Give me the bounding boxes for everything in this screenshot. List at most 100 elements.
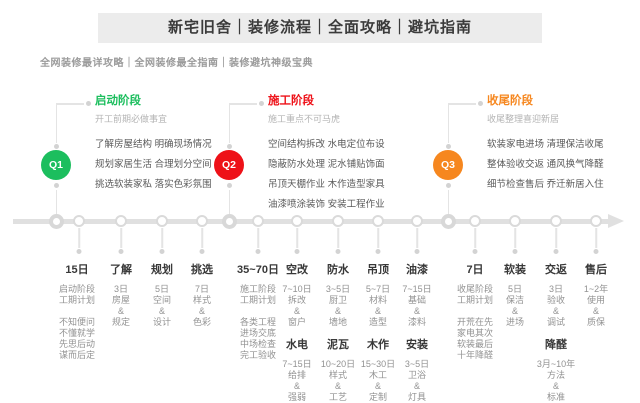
phase-badge-q3: Q3	[433, 150, 463, 180]
column-details: 15~30日 木工 & 定制	[360, 359, 396, 402]
column-header: 安装	[406, 339, 428, 351]
column-details: 施工阶段 工期计划 各类工程 进场交底 中场检查 完工验收	[239, 284, 276, 360]
phase-badge-q2: Q2	[214, 150, 244, 180]
phase-subtitle: 施工重点不可马虎	[268, 114, 341, 124]
tick-stem	[416, 228, 418, 248]
timeline-node	[156, 215, 168, 227]
column-details: 10~20日 样式 & 工艺	[320, 359, 356, 402]
connector-line	[55, 103, 57, 143]
column-header: 油漆	[406, 264, 428, 276]
connector-line	[228, 103, 230, 143]
timeline-column-understand: 了解 3日 房屋 & 规定	[79, 263, 163, 328]
connector-dot	[445, 183, 451, 188]
tick-stem	[120, 228, 122, 248]
column-header: 木作	[367, 339, 389, 351]
phase-checklist: 软装家电进场 清理保洁收尾 整体验收交返 通风换气降醛 细节检查售后 乔迁新居入…	[487, 139, 604, 190]
phase-badge-q1: Q1	[41, 150, 71, 180]
timeline-node	[590, 215, 602, 227]
tick-dot	[335, 249, 341, 254]
timeline-node	[252, 215, 264, 227]
column-header: 降醛	[545, 339, 567, 351]
timeline-node	[115, 215, 127, 227]
tick-dot	[472, 249, 478, 254]
phase-checklist: 了解房屋结构 明确现场情况 规划家居生活 合理划分空间 挑选软装家私 落实色彩氛…	[95, 139, 212, 190]
column-details: 3~5日 卫浴 & 灯具	[404, 359, 430, 402]
connector-dot	[226, 183, 232, 188]
column-header: 7日	[466, 264, 484, 276]
page-title: 新宅旧舍｜装修流程｜全面攻略｜避坑指南	[98, 13, 542, 43]
connector-line	[447, 103, 449, 143]
tick-stem	[595, 228, 597, 248]
tick-dot	[118, 249, 124, 254]
tick-dot	[512, 249, 518, 254]
timeline-node	[411, 215, 423, 227]
timeline-q2-node	[221, 214, 237, 229]
tick-dot	[294, 249, 300, 254]
tick-dot	[255, 249, 261, 254]
tick-stem	[201, 228, 203, 248]
column-header: 规划	[151, 264, 173, 276]
column-details: 3日 房屋 & 规定	[111, 284, 130, 327]
column-details: 7~15日 给排 & 强弱	[282, 359, 312, 402]
timeline-node	[196, 215, 208, 227]
column-details: 启动阶段 工期计划 不知便问 不懂就学 先思后动 谋而后定	[58, 284, 95, 360]
tick-stem	[555, 228, 557, 248]
connector-line	[229, 103, 257, 105]
timeline-column-softfurnish: 软装 5日 保洁 & 进场	[473, 263, 557, 328]
timeline-node	[550, 215, 562, 227]
timeline-column-35-70days: 35~70日 施工阶段 工期计划 各类工程 进场交底 中场检查 完工验收	[216, 263, 300, 361]
tick-stem	[377, 228, 379, 248]
connector-line	[447, 190, 449, 214]
column-details: 3日 验收 & 调试	[546, 284, 565, 327]
tick-stem	[474, 228, 476, 248]
phase-subtitle: 收尾整理喜迎新居	[487, 114, 560, 124]
timeline-column-select: 挑选 7日 样式 & 色彩	[160, 263, 244, 328]
timeline-column-plan: 规划 5日 空间 & 设计	[120, 263, 204, 328]
timeline-column-paint-install: 油漆 7~15日 基础 & 漆料 安装 3~5日 卫浴 & 灯具	[375, 263, 459, 403]
column-header: 泥瓦	[327, 339, 349, 351]
phase-block-construction: 施工阶段 施工重点不可马虎 空间结构拆改 水电定位布设 隐蔽防水处理 泥水铺贴饰…	[268, 94, 385, 215]
column-header: 空改	[286, 264, 308, 276]
tick-stem	[161, 228, 163, 248]
tick-dot	[159, 249, 165, 254]
timeline-column-ceiling-carpentry: 吊顶 5~7日 材料 & 造型 木作 15~30日 木工 & 定制	[336, 263, 420, 403]
column-header: 挑选	[191, 264, 213, 276]
timeline-q3-node	[440, 214, 456, 229]
column-header: 防水	[327, 264, 349, 276]
timeline-column-demolition-plumbing: 空改 7~10日 拆改 & 窗户 水电 7~15日 给排 & 强弱	[255, 263, 339, 403]
tick-dot	[76, 249, 82, 254]
column-details: 5日 保洁 & 进场	[505, 284, 524, 327]
column-details: 3~5日 厨卫 & 墙地	[325, 284, 351, 327]
column-header: 15日	[65, 264, 89, 276]
timeline-node	[372, 215, 384, 227]
tick-stem	[257, 228, 259, 248]
column-details: 5~7日 材料 & 造型	[365, 284, 391, 327]
timeline-column-aftersale: 售后 1~2年 使用 & 质保	[554, 263, 638, 328]
tick-dot	[199, 249, 205, 254]
timeline-node	[469, 215, 481, 227]
column-header: 交返	[545, 264, 567, 276]
tick-stem	[296, 228, 298, 248]
page-subtitle: 全网装修最详攻略｜全网装修最全指南｜装修避坑神级宝典	[40, 58, 313, 69]
timeline-node	[509, 215, 521, 227]
connector-dot	[226, 144, 232, 149]
phase-checklist: 空间结构拆改 水电定位布设 隐蔽防水处理 泥水铺贴饰面 吊顶天棚作业 木作造型家…	[268, 139, 385, 210]
tick-dot	[414, 249, 420, 254]
timeline-node	[73, 215, 85, 227]
connector-dot	[53, 144, 59, 149]
connector-dot	[478, 100, 483, 106]
connector-dot	[445, 144, 451, 149]
tick-dot	[553, 249, 559, 254]
column-header: 售后	[585, 264, 607, 276]
column-header: 软装	[504, 264, 526, 276]
column-header: 35~70日	[237, 264, 279, 276]
column-details: 5日 空间 & 设计	[152, 284, 171, 327]
tick-dot	[593, 249, 599, 254]
connector-dot	[259, 100, 264, 106]
connector-line	[55, 190, 57, 214]
timeline-node	[291, 215, 303, 227]
connector-line	[228, 190, 230, 214]
column-details: 7日 样式 & 色彩	[192, 284, 211, 327]
column-details: 1~2年 使用 & 质保	[583, 284, 609, 327]
